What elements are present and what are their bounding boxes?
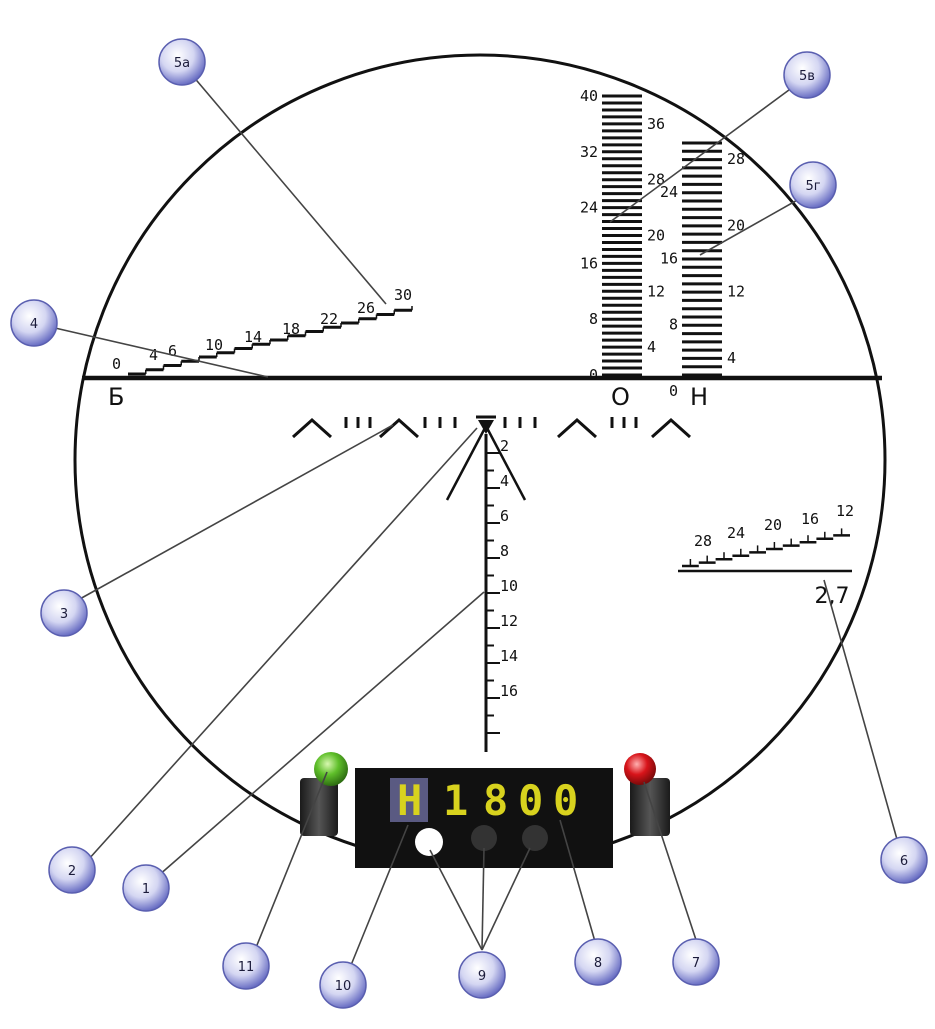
callout-5a: 5а <box>158 38 206 86</box>
scale-label: 12 <box>647 282 665 300</box>
right-lamp-post <box>630 778 670 836</box>
scale-label: 8 <box>500 542 509 560</box>
indicator-dot <box>522 825 548 851</box>
chevron-left-inner <box>378 417 420 439</box>
vertical-range-scale: 2 4 6 8 10 12 14 16 <box>486 437 518 734</box>
scale-label: 28 <box>727 150 745 168</box>
scale-5g: 28 24 20 16 12 8 4 0 <box>660 141 745 400</box>
scale-label: 6 <box>168 342 177 360</box>
scale-label: 8 <box>589 310 598 328</box>
callout-2: 2 <box>48 846 96 894</box>
svg-text:2: 2 <box>68 864 76 879</box>
callout-1: 1 <box>122 864 170 912</box>
lateral-lead-scale <box>291 417 692 439</box>
field-of-view-circle <box>73 53 887 867</box>
scale-label: 24 <box>660 183 678 201</box>
scale-label: 20 <box>764 516 782 534</box>
scale-label: 36 <box>647 115 665 133</box>
callout-bubbles: 5а 5в 5г 4 3 2 1 6 11 10 9 8 7 <box>10 38 928 1009</box>
letter-n: Н <box>690 383 708 411</box>
range-digit-1: 1 <box>443 776 468 825</box>
scale-label: 40 <box>580 87 598 105</box>
svg-text:7: 7 <box>692 956 700 971</box>
svg-text:9: 9 <box>478 969 486 984</box>
callout-11: 11 <box>222 942 270 990</box>
mode-letter: Н <box>397 776 422 825</box>
scale-label: 4 <box>149 346 158 364</box>
callout-8: 8 <box>574 938 622 986</box>
scale-label: 16 <box>500 682 518 700</box>
indicator-dot-active <box>415 828 443 856</box>
green-lamp <box>314 752 348 786</box>
chevron-left-outer <box>291 417 333 439</box>
scale-label: 28 <box>694 532 712 550</box>
svg-text:5в: 5в <box>799 69 815 84</box>
scale-label: 2 <box>500 437 509 455</box>
scale-label: 12 <box>500 612 518 630</box>
left-lamp-post <box>300 778 338 836</box>
scale-label: 4 <box>727 349 736 367</box>
scale-label: 4 <box>647 338 656 356</box>
svg-text:4: 4 <box>30 317 38 332</box>
rangefinder-scale: 28 24 20 16 12 2,7 <box>678 502 854 609</box>
scale-label: 22 <box>320 310 338 328</box>
scale-label: 0 <box>589 366 598 384</box>
scale-label: 18 <box>282 320 300 338</box>
indicator-dot <box>471 825 497 851</box>
letter-o: О <box>611 383 630 411</box>
leader-lines <box>41 74 901 976</box>
callout-5v: 5в <box>783 51 831 99</box>
svg-text:5г: 5г <box>805 179 820 194</box>
scale-label: 26 <box>357 299 375 317</box>
display-unit: Н 1 8 0 0 <box>300 752 670 868</box>
callout-6: 6 <box>880 836 928 884</box>
callout-10: 10 <box>319 961 367 1009</box>
letter-b: Б <box>108 383 124 411</box>
mode-indicator-box <box>390 778 428 822</box>
svg-text:10: 10 <box>335 979 352 994</box>
scale-label: 16 <box>660 249 678 267</box>
callout-9: 9 <box>458 951 506 999</box>
svg-text:1: 1 <box>142 882 150 897</box>
scale-label: 16 <box>801 510 819 528</box>
svg-text:8: 8 <box>594 956 602 971</box>
scale-label: 10 <box>500 577 518 595</box>
scale-label: 30 <box>394 286 412 304</box>
central-aiming-mark <box>445 415 527 752</box>
callout-5g: 5г <box>789 161 837 209</box>
scale-label: 24 <box>727 524 745 542</box>
scale-label: 6 <box>500 507 509 525</box>
chevron-right-inner <box>556 417 598 439</box>
scale-label: 16 <box>580 254 598 272</box>
range-digit-4: 0 <box>553 776 578 825</box>
svg-text:5а: 5а <box>174 56 190 71</box>
scale-label: 0 <box>112 355 121 373</box>
svg-text:11: 11 <box>238 960 255 975</box>
scale-label: 32 <box>580 143 598 161</box>
callout-7: 7 <box>672 938 720 986</box>
range-digit-2: 8 <box>483 776 508 825</box>
scale-label: 12 <box>727 283 745 301</box>
callout-4: 4 <box>10 299 58 347</box>
callout-3: 3 <box>40 589 88 637</box>
scale-label: 14 <box>244 328 262 346</box>
svg-text:6: 6 <box>900 854 908 869</box>
scale-label: 14 <box>500 647 518 665</box>
scale-label: 20 <box>647 227 665 245</box>
scale-label: 10 <box>205 336 223 354</box>
scale-label: 20 <box>727 216 745 234</box>
scale-label: 24 <box>580 199 598 217</box>
svg-text:3: 3 <box>60 607 68 622</box>
rangefinder-value: 2,7 <box>815 584 850 609</box>
chevron-right-outer <box>650 417 692 439</box>
range-digit-3: 0 <box>518 776 543 825</box>
red-lamp <box>624 753 656 785</box>
scale-label: 0 <box>669 382 678 400</box>
scale-label: 12 <box>836 502 854 520</box>
scale-label: 8 <box>669 316 678 334</box>
scale-label: 4 <box>500 472 509 490</box>
